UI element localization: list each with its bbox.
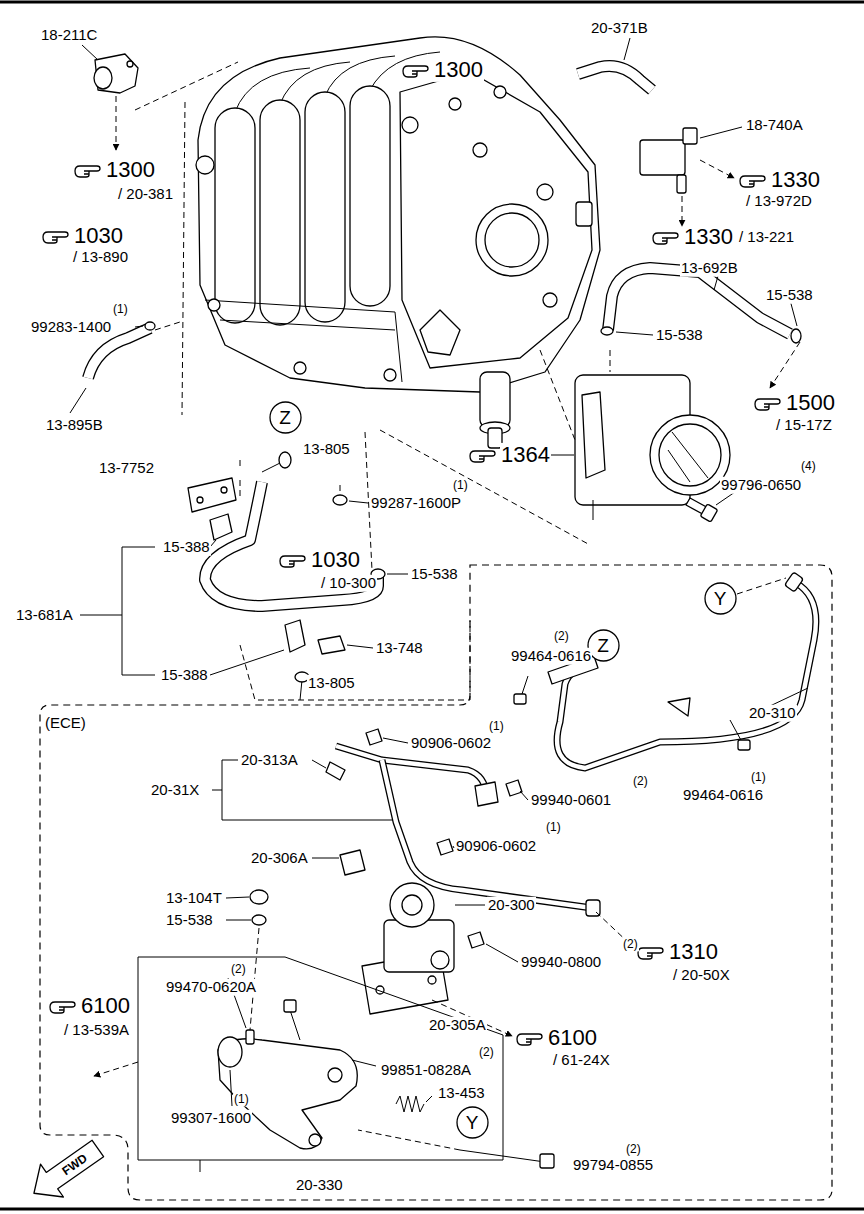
part-number: / 13-972D (745, 193, 813, 210)
section-ref-number: 1030 (310, 548, 361, 572)
reference-letter: Y (714, 589, 727, 608)
part-number: 99794-0855 (572, 1157, 654, 1174)
region-label: (ECE) (45, 715, 86, 732)
part-number: 99307-1600 (170, 1110, 252, 1127)
reference-circle: Z (269, 401, 302, 434)
section-ref-number: 1330 (770, 168, 821, 192)
section-ref-number: 1364 (500, 443, 551, 467)
reference-letter: Z (597, 636, 609, 655)
section-ref-number: 6100 (80, 994, 131, 1018)
part-number: 13-805 (302, 441, 351, 458)
reference-circle: Y (704, 582, 737, 615)
quantity-note: (2) (553, 630, 570, 643)
part-number: 18-740A (745, 117, 804, 134)
part-number: 15-388 (162, 539, 211, 556)
part-number: 90906-0602 (455, 838, 537, 855)
part-number: 99940-0800 (520, 954, 602, 971)
part-number: 99851-0828A (380, 1062, 472, 1079)
part-number: / 13-890 (72, 249, 129, 266)
part-number: / 15-17Z (775, 417, 833, 434)
quantity-note: (2) (622, 938, 639, 951)
quantity-note: (1) (545, 821, 562, 834)
part-number: 20-371B (590, 20, 649, 37)
quantity-note: (2) (632, 775, 649, 788)
part-number: / 20-381 (117, 186, 174, 203)
quantity-note: (2) (230, 963, 247, 976)
part-number: / 13-221 (738, 229, 795, 246)
part-number: 13-104T (165, 890, 223, 907)
part-number: 13-453 (437, 1085, 486, 1102)
part-number: / 20-50X (672, 967, 731, 984)
part-number: 13-748 (375, 640, 424, 657)
part-number: 13-805 (307, 675, 356, 692)
quantity-note: (2) (478, 1046, 495, 1059)
part-number: 15-538 (765, 287, 814, 304)
part-number: 20-300 (487, 897, 536, 914)
quantity-note: (4) (800, 460, 817, 473)
part-number: 99464-0616 (510, 648, 592, 665)
quantity-note: (1) (488, 720, 505, 733)
part-number: 15-538 (165, 912, 214, 929)
quantity-note: (1) (233, 1093, 250, 1106)
part-number: 99796-0650 (720, 477, 802, 494)
part-number: 99940-0601 (530, 792, 612, 809)
section-ref-number: 1300 (105, 158, 156, 182)
section-ref-number: 1300 (433, 58, 484, 82)
part-number: / 61-24X (552, 1052, 611, 1069)
region-outline: (ECE) Y Z Y (38, 563, 834, 1203)
section-ref-number: 1500 (785, 391, 836, 415)
part-number: 20-31X (150, 782, 200, 799)
part-number: 18-211C (40, 27, 98, 44)
part-number: 20-306A (250, 850, 309, 867)
section-ref-number: 6100 (547, 1026, 598, 1050)
part-number: 99464-0616 (682, 787, 764, 804)
quantity-note: (1) (750, 771, 767, 784)
part-number: 13-895B (45, 417, 104, 434)
reference-letter: Z (279, 408, 291, 427)
quantity-note: (1) (452, 479, 469, 492)
part-number: 20-313A (240, 752, 299, 769)
part-number: 99283-1400 (30, 319, 112, 336)
part-number: / 13-539A (63, 1022, 130, 1039)
part-number: 90906-0602 (410, 735, 492, 752)
part-number: 20-330 (295, 1177, 344, 1194)
section-ref-number: 1330 (683, 225, 734, 249)
part-number: 13-681A (15, 607, 74, 624)
part-number: 15-538 (655, 327, 704, 344)
node-outline (38, 563, 834, 1203)
part-number: 99287-1600P (370, 495, 462, 512)
section-ref-number: 1030 (73, 224, 124, 248)
quantity-note: (1) (112, 303, 129, 316)
part-number: 15-388 (160, 667, 209, 684)
part-number: / 10-300 (320, 575, 377, 592)
part-number: 20-310 (748, 705, 797, 722)
section-ref-number: 1310 (668, 940, 719, 964)
part-number: 99470-0620A (165, 979, 257, 996)
part-number: 15-538 (410, 566, 459, 583)
part-number: 13-692B (680, 260, 739, 277)
quantity-note: (2) (625, 1143, 642, 1156)
reference-letter: Y (466, 1113, 479, 1132)
part-number: 13-7752 (98, 460, 155, 477)
reference-circle: Y (456, 1106, 489, 1139)
part-number: 20-305A (428, 1017, 487, 1034)
